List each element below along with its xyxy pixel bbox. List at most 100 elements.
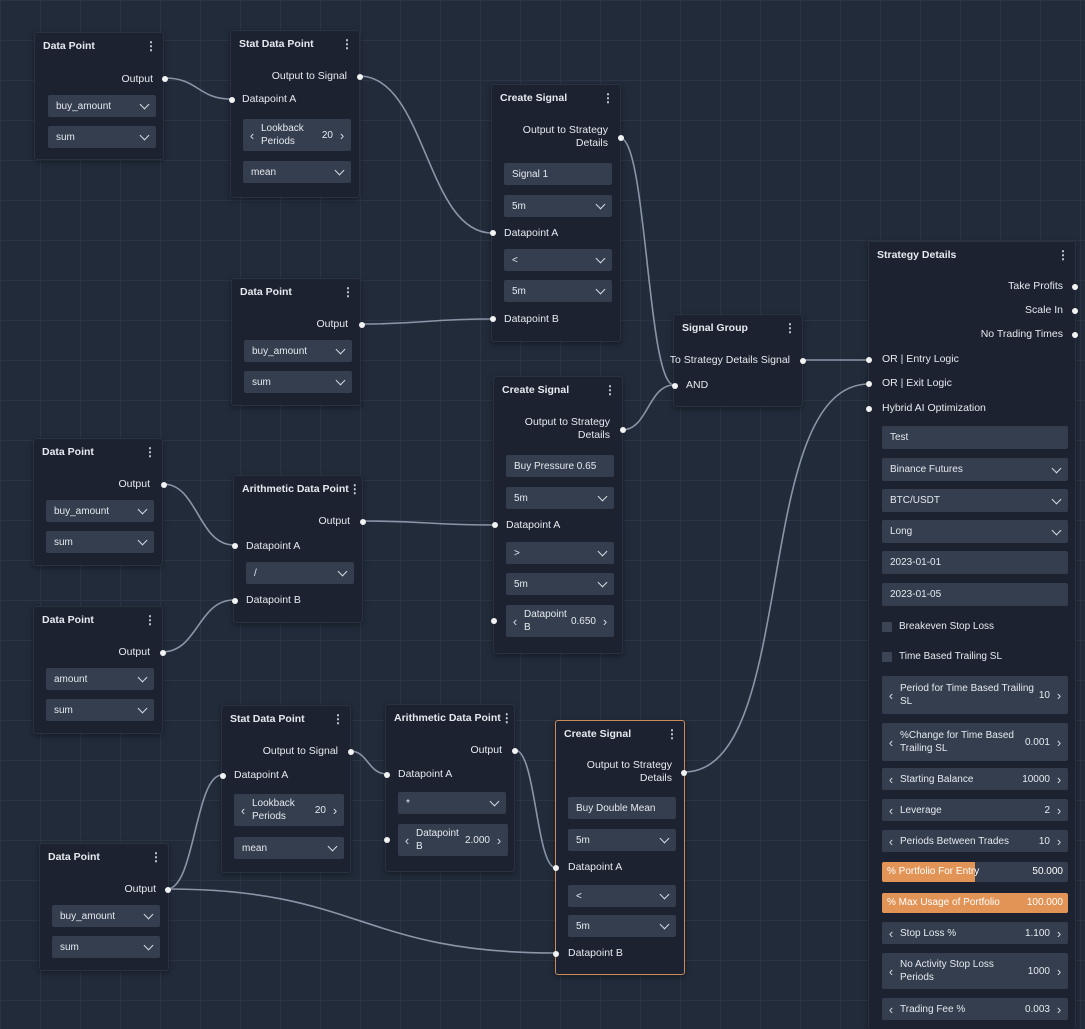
datapoint-b-port[interactable] [553,951,559,957]
more-vert-icon[interactable]: ⋮ [150,850,162,864]
output-port[interactable] [360,519,366,525]
stat-data-point-node-2[interactable]: Stat Data Point⋮ Output to Signal Datapo… [220,705,354,873]
pct-change-trailing-stepper[interactable]: ‹ %Change for Time Based Trailing SL 0.0… [882,723,1068,761]
chevron-right-icon[interactable]: › [1056,1001,1062,1017]
chevron-right-icon[interactable]: › [496,832,502,848]
aggregation-select[interactable]: sum [244,371,352,393]
timeframe-select-b[interactable]: 5m [504,280,612,302]
chevron-left-icon[interactable]: ‹ [888,925,894,941]
datapoint-a-port[interactable] [220,773,226,779]
output-port[interactable] [162,76,168,82]
operator-select[interactable]: * [398,792,506,814]
timeframe-select-b[interactable]: 5m [506,573,614,595]
signal-group-node[interactable]: Signal Group⋮ To Strategy Details Signal… [670,314,806,407]
period-time-based-trailing-stepper[interactable]: ‹ Period for Time Based Trailing SL 10 › [882,676,1068,714]
strategy-name-input[interactable]: Test [882,426,1068,449]
chevron-left-icon[interactable]: ‹ [888,687,894,703]
scale-in-port[interactable] [1072,308,1078,314]
chevron-left-icon[interactable]: ‹ [888,833,894,849]
chevron-right-icon[interactable]: › [1056,925,1062,941]
take-profits-port[interactable] [1072,284,1078,290]
timeframe-select-b[interactable]: 5m [568,915,676,937]
chevron-left-icon[interactable]: ‹ [888,734,894,750]
datapoint-b-port[interactable] [232,598,238,604]
field-select[interactable]: buy_amount [46,500,154,522]
aggregation-select[interactable]: sum [46,531,154,553]
chevron-right-icon[interactable]: › [1056,687,1062,703]
chevron-left-icon[interactable]: ‹ [888,802,894,818]
timeframe-select-a[interactable]: 5m [568,829,676,851]
strategy-details-node[interactable]: Strategy Details⋮ Take Profits Scale In … [866,241,1078,1029]
output-port[interactable] [357,74,363,80]
stat-select[interactable]: mean [243,161,351,183]
more-vert-icon[interactable]: ⋮ [604,383,616,397]
starting-balance-stepper[interactable]: ‹ Starting Balance 10000 › [882,768,1068,790]
aggregation-select[interactable]: sum [52,936,160,958]
arithmetic-data-point-node-2[interactable]: Arithmetic Data Point⋮ Output Datapoint … [384,704,518,872]
and-input-port[interactable] [672,383,678,389]
more-vert-icon[interactable]: ⋮ [342,285,354,299]
chevron-right-icon[interactable]: › [339,127,345,143]
more-vert-icon[interactable]: ⋮ [784,321,796,335]
chevron-left-icon[interactable]: ‹ [404,832,410,848]
chevron-left-icon[interactable]: ‹ [240,802,246,818]
more-vert-icon[interactable]: ⋮ [1057,248,1069,262]
output-port[interactable] [359,322,365,328]
output-port[interactable] [160,650,166,656]
datapoint-b-stepper[interactable]: ‹ Datapoint B 2.000 › [398,824,508,856]
more-vert-icon[interactable]: ⋮ [144,613,156,627]
field-select[interactable]: amount [46,668,154,690]
output-port[interactable] [165,887,171,893]
chevron-right-icon[interactable]: › [1056,833,1062,849]
chevron-left-icon[interactable]: ‹ [888,771,894,787]
portfolio-for-entry-slider[interactable]: % Portfolio For Entry 50.000 [882,862,1068,882]
chevron-left-icon[interactable]: ‹ [888,1001,894,1017]
create-signal-node-1[interactable]: Create Signal⋮ Output to Strategy Detail… [490,84,624,342]
chevron-left-icon[interactable]: ‹ [249,127,255,143]
stat-select[interactable]: mean [234,837,344,859]
field-select[interactable]: buy_amount [52,905,160,927]
arithmetic-data-point-node-1[interactable]: Arithmetic Data Point⋮ Output Datapoint … [232,475,366,623]
no-trading-times-port[interactable] [1072,332,1078,338]
chevron-right-icon[interactable]: › [1056,771,1062,787]
timeframe-select-a[interactable]: 5m [504,195,612,217]
exchange-select[interactable]: Binance Futures [882,458,1068,481]
hybrid-ai-port[interactable] [866,406,872,412]
entry-logic-port[interactable] [866,357,872,363]
stop-loss-stepper[interactable]: ‹ Stop Loss % 1.100 › [882,922,1068,944]
lookback-stepper[interactable]: ‹ Lookback Periods 20 › [243,119,351,151]
pair-select[interactable]: BTC/USDT [882,489,1068,512]
side-select[interactable]: Long [882,520,1068,543]
chevron-right-icon[interactable]: › [1056,802,1062,818]
datapoint-b-port[interactable] [490,316,496,322]
output-port[interactable] [681,770,687,776]
leverage-stepper[interactable]: ‹ Leverage 2 › [882,799,1068,821]
output-port[interactable] [620,427,626,433]
operator-select[interactable]: < [568,885,676,907]
output-port[interactable] [161,482,167,488]
data-point-node-4[interactable]: Data Point⋮ Output amount sum [33,606,166,734]
datapoint-a-port[interactable] [229,97,235,103]
more-vert-icon[interactable]: ⋮ [145,39,157,53]
data-point-node-2[interactable]: Data Point⋮ Output buy_amount sum [231,278,365,406]
datapoint-b-stepper[interactable]: ‹ Datapoint B 0.650 › [506,605,614,637]
more-vert-icon[interactable]: ⋮ [348,482,361,496]
periods-between-trades-stepper[interactable]: ‹ Periods Between Trades 10 › [882,830,1068,852]
create-signal-node-3[interactable]: Create Signal⋮ Output to Strategy Detail… [553,720,687,975]
chevron-right-icon[interactable]: › [602,613,608,629]
stat-data-point-node-1[interactable]: Stat Data Point⋮ Output to Signal Datapo… [229,30,363,198]
operator-select[interactable]: > [506,542,614,564]
operator-select[interactable]: / [246,562,354,584]
data-point-node-5[interactable]: Data Point⋮ Output buy_amount sum [39,843,171,971]
data-point-node-1[interactable]: Data Point⋮ Output buy_amount sum [34,32,168,160]
chevron-left-icon[interactable]: ‹ [512,613,518,629]
datapoint-a-port[interactable] [232,543,238,549]
no-activity-stop-loss-stepper[interactable]: ‹ No Activity Stop Loss Periods 1000 › [882,953,1068,989]
data-point-node-3[interactable]: Data Point⋮ Output buy_amount sum [33,438,167,566]
create-signal-node-2[interactable]: Create Signal⋮ Output to Strategy Detail… [491,376,626,654]
more-vert-icon[interactable]: ⋮ [332,712,344,726]
field-select[interactable]: buy_amount [244,340,352,362]
breakeven-stop-loss-checkbox[interactable]: Breakeven Stop Loss [882,621,994,632]
trading-fee-stepper[interactable]: ‹ Trading Fee % 0.003 › [882,998,1068,1020]
exit-logic-port[interactable] [866,381,872,387]
